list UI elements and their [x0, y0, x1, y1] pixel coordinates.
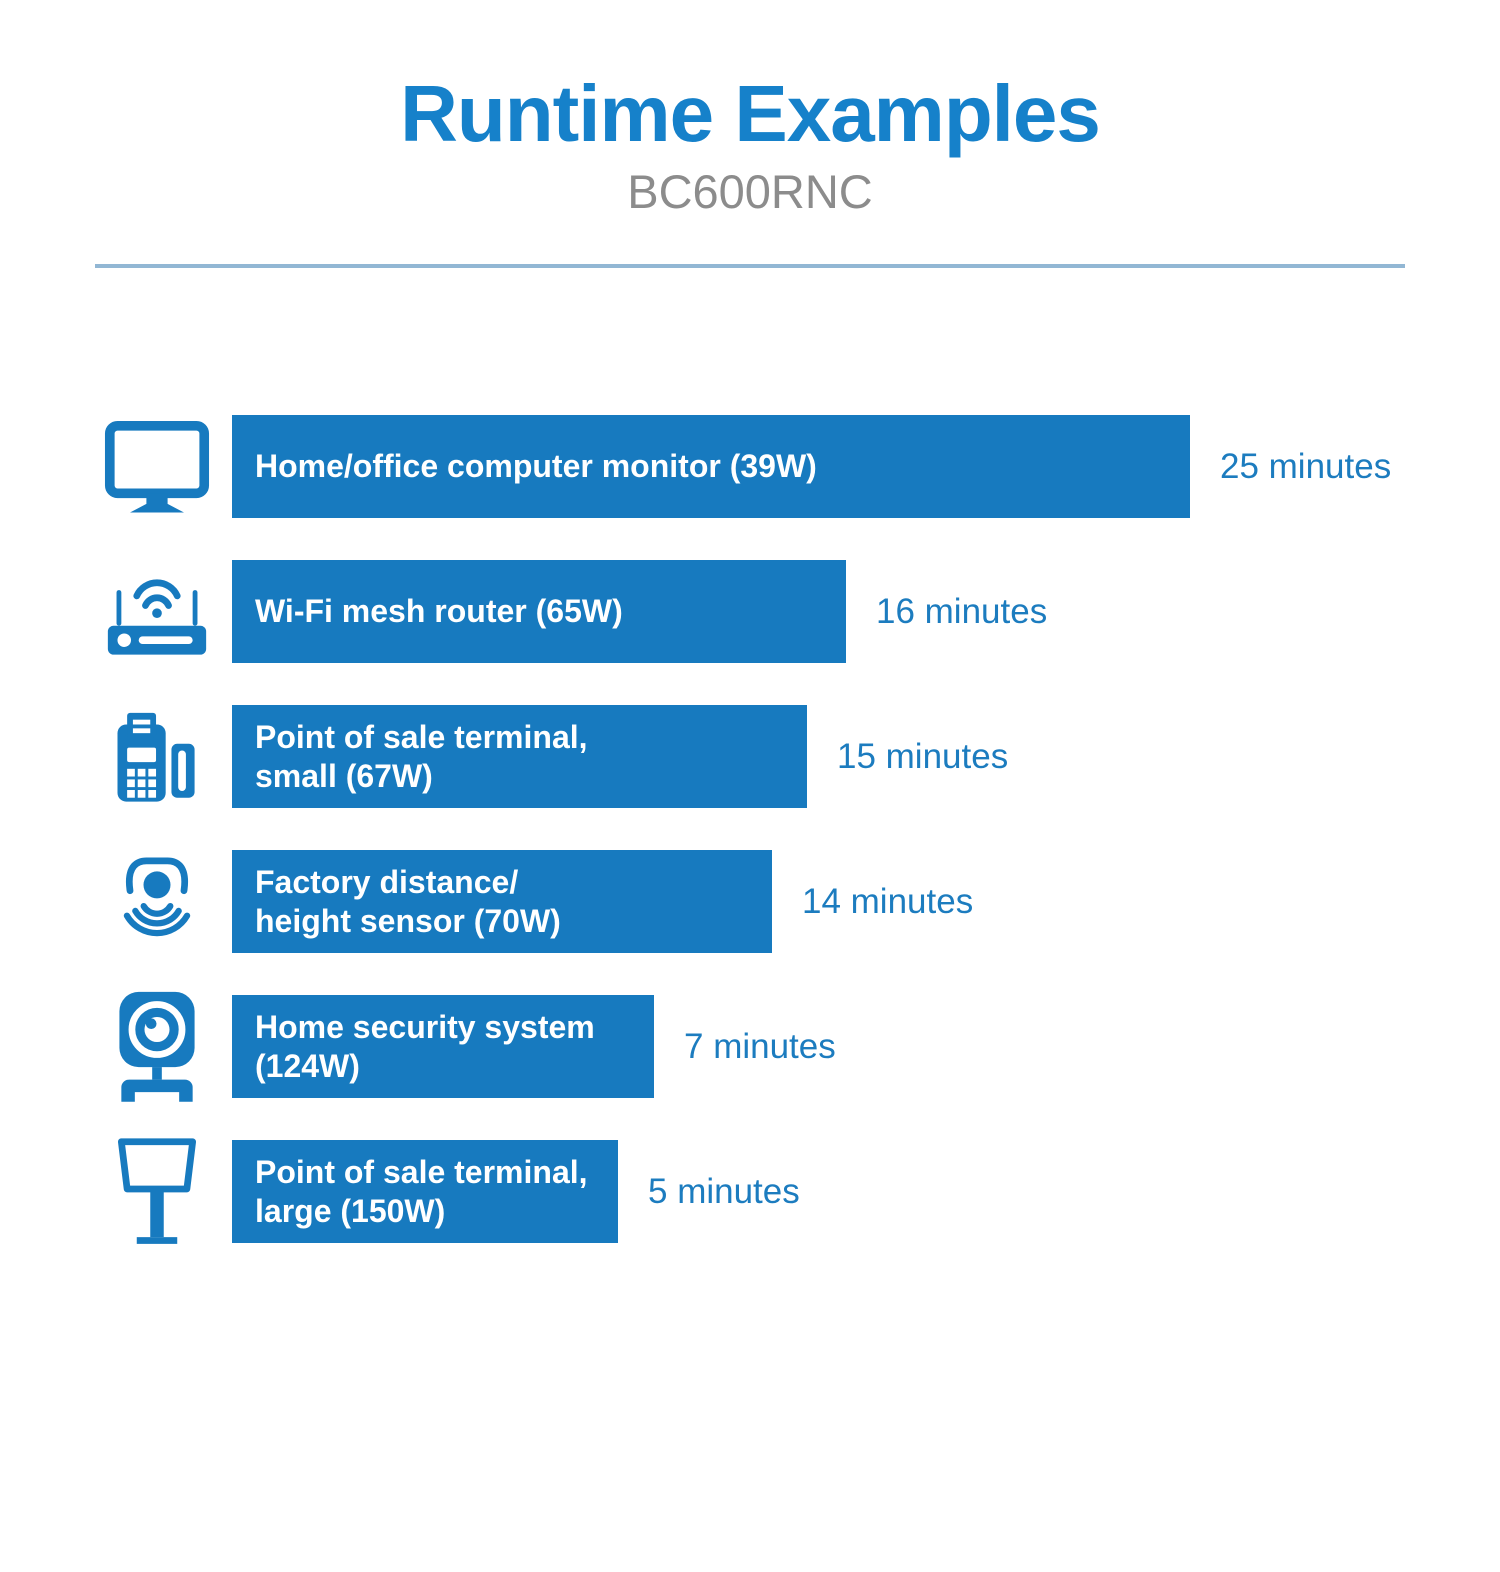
runtime-bar: Wi-Fi mesh router (65W): [232, 560, 846, 664]
runtime-bar: Point of sale terminal,small (67W): [232, 705, 807, 809]
runtime-bar: Home security system(124W): [232, 995, 654, 1099]
runtime-bar: Home/office computer monitor (39W): [232, 415, 1190, 519]
device-label: Wi-Fi mesh router (65W): [232, 592, 846, 631]
chart-row: Wi-Fi mesh router (65W) 16 minutes: [98, 560, 1500, 664]
runtime-infographic: Runtime Examples BC600RNC Home/office co…: [0, 69, 1500, 1244]
chart-row: Factory distance/height sensor (70W) 14 …: [98, 850, 1500, 954]
distance-sensor-icon: [98, 843, 216, 961]
device-label-line: Home security system: [255, 1008, 595, 1045]
runtime-value: 5 minutes: [648, 1171, 800, 1211]
divider: [95, 264, 1405, 269]
pos-terminal-large-icon: [98, 1133, 216, 1251]
model-subtitle: BC600RNC: [627, 165, 873, 218]
device-label: Home security system(124W): [232, 1008, 654, 1086]
pos-terminal-small-icon: [98, 698, 216, 816]
chart-row: Point of sale terminal,small (67W) 15 mi…: [98, 705, 1500, 809]
device-label-line: (124W): [255, 1047, 360, 1084]
device-label-line: Home/office computer monitor (39W): [255, 448, 817, 485]
device-label: Point of sale terminal,large (150W): [232, 1153, 618, 1231]
runtime-bar: Factory distance/height sensor (70W): [232, 850, 772, 954]
device-label-line: Point of sale terminal,: [255, 1153, 588, 1190]
device-label-line: Point of sale terminal,: [255, 718, 588, 755]
chart-row: Point of sale terminal,large (150W) 5 mi…: [98, 1138, 1500, 1244]
runtime-value: 16 minutes: [876, 591, 1048, 631]
chart-row: Home security system(124W) 7 minutes: [98, 991, 1500, 1102]
runtime-bar: Point of sale terminal,large (150W): [232, 1140, 618, 1244]
runtime-bar-chart: Home/office computer monitor (39W) 25 mi…: [98, 415, 1500, 1244]
page-title: Runtime Examples: [400, 69, 1101, 158]
runtime-value: 15 minutes: [837, 736, 1009, 776]
runtime-value: 14 minutes: [802, 881, 974, 921]
runtime-value: 25 minutes: [1220, 446, 1392, 486]
header: Runtime Examples BC600RNC: [0, 69, 1500, 269]
device-label-line: height sensor (70W): [255, 902, 561, 939]
device-label-line: large (150W): [255, 1192, 446, 1229]
computer-monitor-icon: [98, 408, 216, 526]
device-label-line: small (67W): [255, 757, 433, 794]
device-label-line: Wi-Fi mesh router (65W): [255, 593, 623, 630]
runtime-value: 7 minutes: [684, 1026, 836, 1066]
wifi-router-icon: [98, 553, 216, 671]
device-label: Factory distance/height sensor (70W): [232, 863, 772, 941]
device-label-line: Factory distance/: [255, 863, 519, 900]
device-label: Point of sale terminal,small (67W): [232, 718, 807, 796]
chart-row: Home/office computer monitor (39W) 25 mi…: [98, 415, 1500, 519]
security-camera-icon: [98, 988, 216, 1106]
device-label: Home/office computer monitor (39W): [232, 447, 1190, 486]
